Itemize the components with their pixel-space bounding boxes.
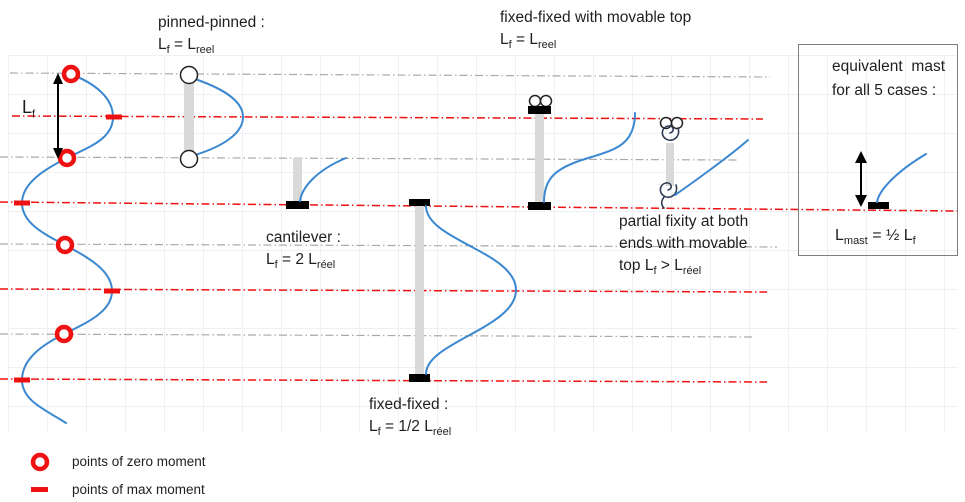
- fixed-fixed-column: [409, 199, 518, 382]
- partial-fixity-column: [659, 116, 749, 209]
- cantilever-bar: [293, 158, 302, 204]
- movable-top-column: [528, 94, 636, 210]
- fixed-column-bar: [415, 206, 424, 376]
- pin-top-icon: [179, 65, 199, 85]
- pinned-pinned-column: [179, 65, 245, 169]
- zero-moment-circle-2: [57, 148, 77, 168]
- cantilever-title: cantilever :: [266, 229, 341, 246]
- movable-top-formula: Lf = Lreel: [500, 31, 557, 52]
- fixed-fixed-caption: fixed-fixed : Lf = 1/2 Lréel: [369, 394, 451, 438]
- equivalent-mast-graphics: [855, 151, 927, 209]
- gray-guideline-4: [0, 333, 756, 338]
- zero-moment-circle-1: [61, 64, 81, 84]
- fixed-top-cap: [409, 199, 430, 206]
- legend-max-moment-icon: [31, 487, 48, 492]
- mast-base: [868, 202, 889, 209]
- roller-icon-2: [539, 94, 553, 108]
- mast-formula: Lmast = ½ Lf: [835, 227, 916, 248]
- legend-markers: [30, 452, 50, 492]
- red-guideline-3: [0, 288, 768, 293]
- lf-dimension-label: Lf: [22, 97, 36, 121]
- red-guideline-1: [11, 115, 764, 120]
- roller-icon-4: [670, 116, 684, 130]
- max-moment-dash-3: [104, 288, 120, 294]
- zero-moment-circle-4: [54, 324, 74, 344]
- lf-sub: f: [32, 108, 36, 121]
- partial-fixity-caption: partial fixity at both ends with movable…: [619, 211, 748, 277]
- spring-spiral-top-icon: [661, 125, 680, 142]
- max-moment-dash-1: [106, 114, 122, 120]
- red-guideline-4: [0, 378, 768, 383]
- partial-column-bar: [666, 143, 674, 186]
- legend-max-moment-label: points of max moment: [72, 482, 205, 497]
- gray-guideline-1: [9, 72, 771, 78]
- movable-buckle-curve: [543, 112, 636, 203]
- pinned-pinned-caption: pinned-pinned : Lf = Lreel: [158, 12, 265, 56]
- fixed-bottom-base: [409, 374, 430, 382]
- partial-fixity-line1: partial fixity at both: [619, 213, 749, 230]
- equivalent-mast-heading: equivalent mast for all 5 cases :: [832, 58, 945, 99]
- movable-top-caption: fixed-fixed with movable top Lf = Lreel: [500, 7, 691, 51]
- pinned-column-bar: [184, 77, 194, 158]
- gray-guideline-3: [0, 243, 778, 248]
- mast-arrow-head-top: [855, 151, 867, 163]
- spring-spiral-bottom-icon: [659, 182, 678, 199]
- lf-base: L: [22, 97, 33, 117]
- movable-column-bar: [535, 114, 544, 203]
- gray-guideline-2: [0, 156, 738, 161]
- fixed-fixed-formula: Lf = 1/2 Lréel: [369, 418, 452, 439]
- lf-arrow-head-bottom: [53, 148, 63, 159]
- cantilever-caption: cantilever : Lf = 2 Lréel: [266, 227, 341, 271]
- max-moment-dash-2: [14, 200, 30, 206]
- cantilever-formula: Lf = 2 Lréel: [266, 251, 336, 272]
- pinned-pinned-title: pinned-pinned :: [158, 14, 265, 31]
- pinned-buckle-curve: [194, 78, 245, 156]
- movable-top-cap: [528, 106, 551, 114]
- partial-fixity-formula: top Lf > Lréel: [619, 257, 702, 278]
- movable-bottom-base: [528, 202, 551, 210]
- cantilever-buckle-curve: [299, 157, 347, 202]
- cantilever-column: [286, 157, 347, 209]
- mast-curve: [876, 153, 927, 203]
- multi-span-wave: [14, 64, 122, 424]
- fixed-fixed-title: fixed-fixed :: [369, 396, 449, 413]
- roller-icon-1: [528, 94, 542, 108]
- partial-fixity-line2: ends with movable: [619, 235, 748, 252]
- pin-bottom-icon: [179, 149, 199, 169]
- equivalent-mast-box: equivalent mast for all 5 cases : Lmast …: [798, 44, 958, 256]
- legend-zero-moment-icon: [30, 452, 50, 472]
- legend-zero-moment-label: points of zero moment: [72, 454, 206, 469]
- max-moment-dash-4: [14, 377, 30, 383]
- zero-moment-circle-3: [55, 235, 75, 255]
- partial-buckle-curve: [674, 139, 749, 196]
- cantilever-fixed-base: [286, 201, 309, 209]
- movable-top-title: fixed-fixed with movable top: [500, 9, 692, 26]
- mast-arrow-head-bottom: [855, 195, 867, 207]
- fixed-buckle-curve: [425, 205, 518, 375]
- pinned-pinned-formula: Lf = Lreel: [158, 36, 215, 57]
- spring-spiral-tail: [660, 196, 665, 209]
- lf-arrow-head-top: [53, 73, 63, 84]
